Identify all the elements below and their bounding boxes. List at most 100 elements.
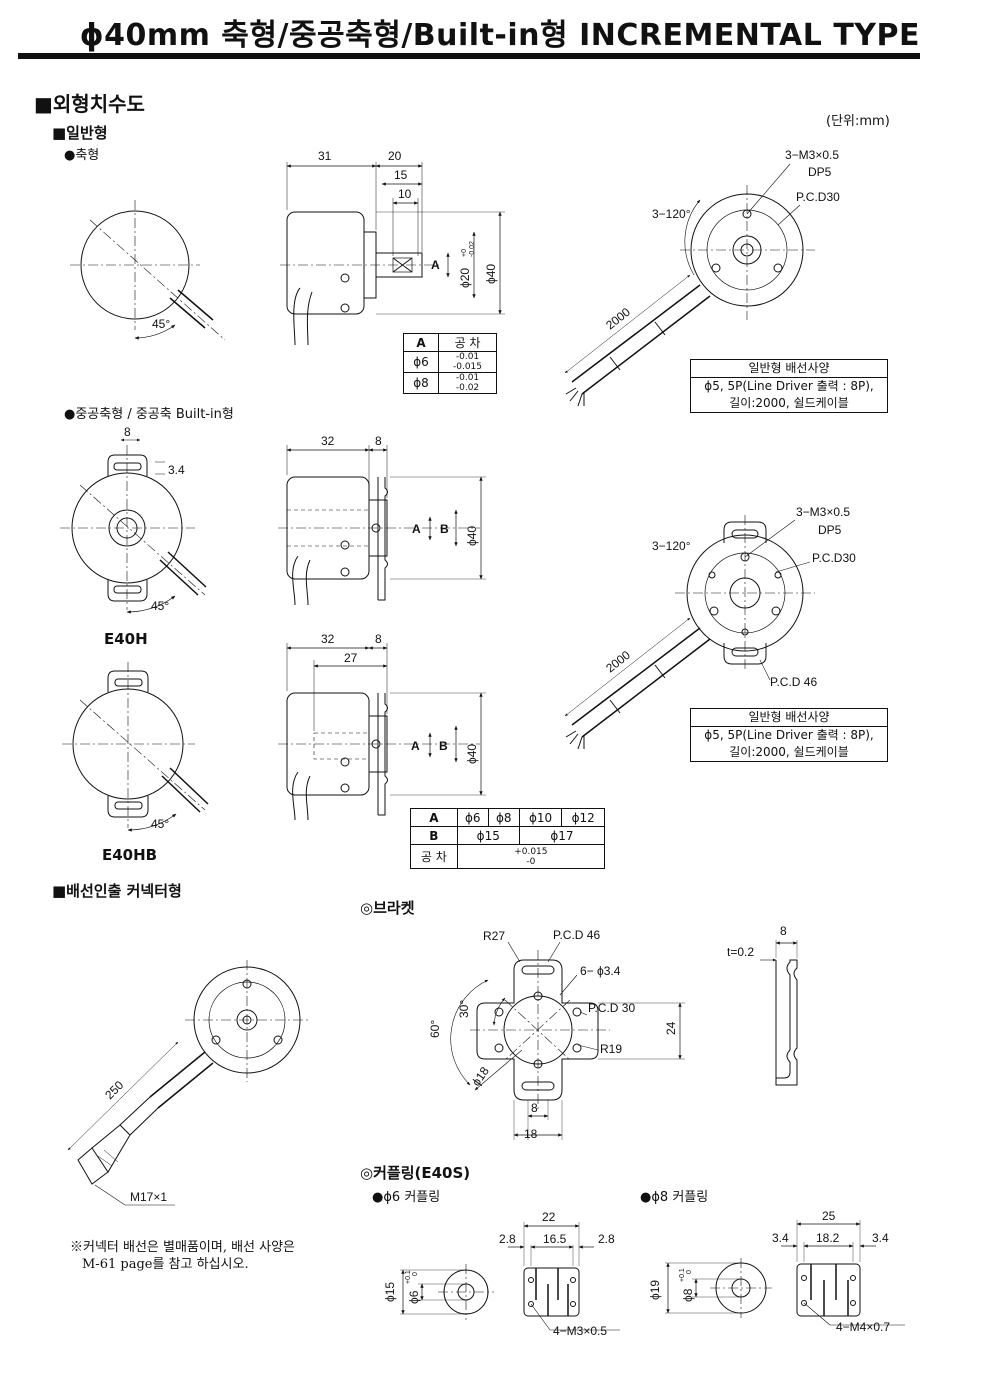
dim-b: B bbox=[439, 739, 448, 753]
dim-m3c: 4−M3×0.5 bbox=[553, 1324, 607, 1338]
general-type-heading: ■일반형 bbox=[52, 124, 108, 142]
dim-24: 24 bbox=[664, 1021, 678, 1035]
bracket-heading: ◎브라켓 bbox=[360, 899, 415, 917]
wiring-spec-box-2: 일반형 배선사양 ϕ5, 5P(Line Driver 출력 : 8P), 길이… bbox=[690, 708, 888, 762]
hollow-rear-view: 2000 3−M3×0.5 DP5 P.C.D30 3−120° P.C.D 4… bbox=[564, 505, 856, 750]
dim-c8-tol-bot: 0 bbox=[686, 1270, 693, 1274]
angle-label: 45° bbox=[151, 817, 169, 831]
dim-b: B bbox=[440, 522, 449, 536]
dim-m3: 3−M3×0.5 bbox=[796, 505, 850, 519]
table2-cell: ϕ15 bbox=[456, 826, 520, 845]
section-title: ■외형치수도 bbox=[34, 92, 145, 116]
unit-label: (단위:mm) bbox=[826, 114, 890, 129]
dim-120: 3−120° bbox=[652, 207, 691, 221]
bracket-side-view: 8 t=0.2 bbox=[727, 924, 798, 1086]
dim-3-4: 3.4 bbox=[168, 463, 185, 477]
dim-c8: ϕ8 bbox=[681, 1288, 695, 1302]
dim-c8-tol-top: +0.1 bbox=[679, 1268, 686, 1282]
dim-c22: 22 bbox=[542, 1210, 556, 1224]
dim-bracket-pcd46: P.C.D 46 bbox=[553, 928, 600, 942]
dim-c182: 18.2 bbox=[816, 1231, 840, 1245]
dim-phi18: ϕ18 bbox=[469, 1064, 492, 1089]
shaft-front-view: 45° bbox=[70, 200, 226, 341]
dim-c28a: 2.8 bbox=[499, 1232, 516, 1246]
dim-32: 32 bbox=[321, 632, 335, 646]
dim-c28b: 2.8 bbox=[598, 1232, 615, 1246]
dim-a: A bbox=[431, 258, 440, 272]
coupling-8-label: ●ϕ8 커플링 bbox=[640, 1190, 709, 1205]
table1-cell: ϕ6 bbox=[402, 351, 440, 373]
dim-8: 8 bbox=[375, 632, 382, 646]
coupling-heading: ◎커플링(E40S) bbox=[360, 1164, 471, 1182]
coupling-8-view: ϕ19 ϕ8 +0.1 0 25 3.4 18.2 3.4 4−M4×0.7 bbox=[648, 1209, 905, 1334]
page-title: ϕ40mm 축형/중공축형/Built-in형 INCREMENTAL TYPE bbox=[79, 18, 920, 53]
connector-type-heading: ■배선인출 커넥터형 bbox=[52, 882, 182, 900]
shaft-side-view: 31 20 15 10 A ϕ20 +0 -0.02 ϕ40 bbox=[280, 149, 505, 346]
bracket-front-view: R27 P.C.D 46 6− ϕ3.4 P.C.D 30 R19 24 60°… bbox=[428, 928, 685, 1141]
angle-label: 45° bbox=[152, 317, 170, 331]
dim-t02: t=0.2 bbox=[727, 945, 754, 959]
dim-dp5: DP5 bbox=[818, 523, 842, 537]
dim-pcd30: P.C.D30 bbox=[796, 190, 840, 204]
dim-c15: ϕ15 bbox=[383, 1282, 397, 1302]
dim-c6-tol-bot: 0 bbox=[412, 1272, 419, 1276]
table2-cell: +0.015-0 bbox=[456, 844, 606, 869]
table2-cell: ϕ6 bbox=[456, 808, 489, 827]
hollow-side-view: 32 8 A B ϕ40 bbox=[278, 434, 486, 606]
dim-r27: R27 bbox=[483, 929, 505, 943]
dim-c165: 16.5 bbox=[543, 1232, 567, 1246]
dim-m4c: 4−M4×0.7 bbox=[836, 1320, 890, 1334]
dim-c19: ϕ19 bbox=[648, 1280, 662, 1300]
dim-32: 32 bbox=[321, 434, 335, 448]
dim-c25: 25 bbox=[822, 1209, 836, 1223]
coupling-6-view: ϕ15 ϕ6 +0.1 0 22 2.8 16.5 2.8 4−M3×0.5 bbox=[383, 1210, 620, 1338]
dim-c6-tol-top: +0.1 bbox=[405, 1270, 412, 1284]
model-e40h: E40H bbox=[104, 630, 148, 648]
header-rule bbox=[18, 53, 920, 59]
table2-cell: ϕ8 bbox=[487, 808, 520, 827]
dim-dp5: DP5 bbox=[808, 165, 832, 179]
hollow-front-view: 8 3.4 45° bbox=[60, 425, 207, 614]
note-line-2: M-61 page를 참고 하십시오. bbox=[82, 1257, 249, 1272]
angle-label: 45° bbox=[151, 599, 169, 613]
shaft-rear-view: 2000 3−M3×0.5 DP5 P.C.D30 3−120° bbox=[564, 148, 840, 407]
table1-cell: ϕ8 bbox=[402, 372, 440, 394]
dim-10: 10 bbox=[398, 187, 412, 201]
dim-m17: M17×1 bbox=[130, 1190, 167, 1204]
dim-bracket-18: 18 bbox=[524, 1127, 538, 1141]
table1-cell: -0.01-0.02 bbox=[438, 372, 497, 394]
dim-31: 31 bbox=[318, 149, 332, 163]
dim-phi20: ϕ20 bbox=[458, 268, 472, 288]
dim-15: 15 bbox=[394, 168, 408, 182]
dim-a: A bbox=[411, 739, 420, 753]
dim-c6: ϕ6 bbox=[407, 1290, 421, 1304]
dim-phi20-tol-top: +0 bbox=[461, 249, 468, 257]
dim-250: 250 bbox=[102, 1078, 126, 1102]
shaft-type-label: ●축형 bbox=[64, 148, 100, 163]
dim-pcd46: P.C.D 46 bbox=[770, 675, 817, 689]
hollow-builtin-side-view: 32 8 27 A B ϕ40 bbox=[278, 632, 486, 821]
wiring-spec-box: 일반형 배선사양 ϕ5, 5P(Line Driver 출력 : 8P), 길이… bbox=[690, 359, 888, 413]
hollow-tolerance-table: A ϕ6 ϕ8 ϕ10 ϕ12 B ϕ15 ϕ17 공 차 +0.015-0 bbox=[410, 808, 606, 869]
table1-cell: -0.01-0.015 bbox=[438, 351, 497, 373]
dim-c34a: 3.4 bbox=[772, 1231, 789, 1245]
dim-2000: 2000 bbox=[603, 305, 633, 333]
connector-type-view: 250 M17×1 bbox=[67, 960, 310, 1206]
dim-bracket-side-8: 8 bbox=[780, 924, 787, 938]
dim-r19: R19 bbox=[600, 1042, 622, 1056]
model-e40hb: E40HB bbox=[102, 846, 158, 864]
dim-60: 60° bbox=[428, 1020, 442, 1038]
dim-8: 8 bbox=[124, 425, 131, 439]
dim-holes: 6− ϕ3.4 bbox=[580, 964, 621, 978]
dim-120: 3−120° bbox=[652, 539, 691, 553]
page-header: ϕ40mm 축형/중공축형/Built-in형 INCREMENTAL TYPE bbox=[18, 8, 920, 59]
coupling-6-label: ●ϕ6 커플링 bbox=[372, 1190, 441, 1205]
dim-bracket-8: 8 bbox=[531, 1101, 538, 1115]
dim-phi20-tol-bot: -0.02 bbox=[469, 241, 476, 257]
dim-pcd30: P.C.D30 bbox=[812, 551, 856, 565]
dim-30: 30° bbox=[457, 1000, 471, 1018]
hollow-builtin-front-view: 45° bbox=[62, 662, 209, 832]
dim-bracket-pcd30: P.C.D 30 bbox=[588, 1001, 635, 1015]
table2-cell: ϕ12 bbox=[561, 808, 605, 827]
